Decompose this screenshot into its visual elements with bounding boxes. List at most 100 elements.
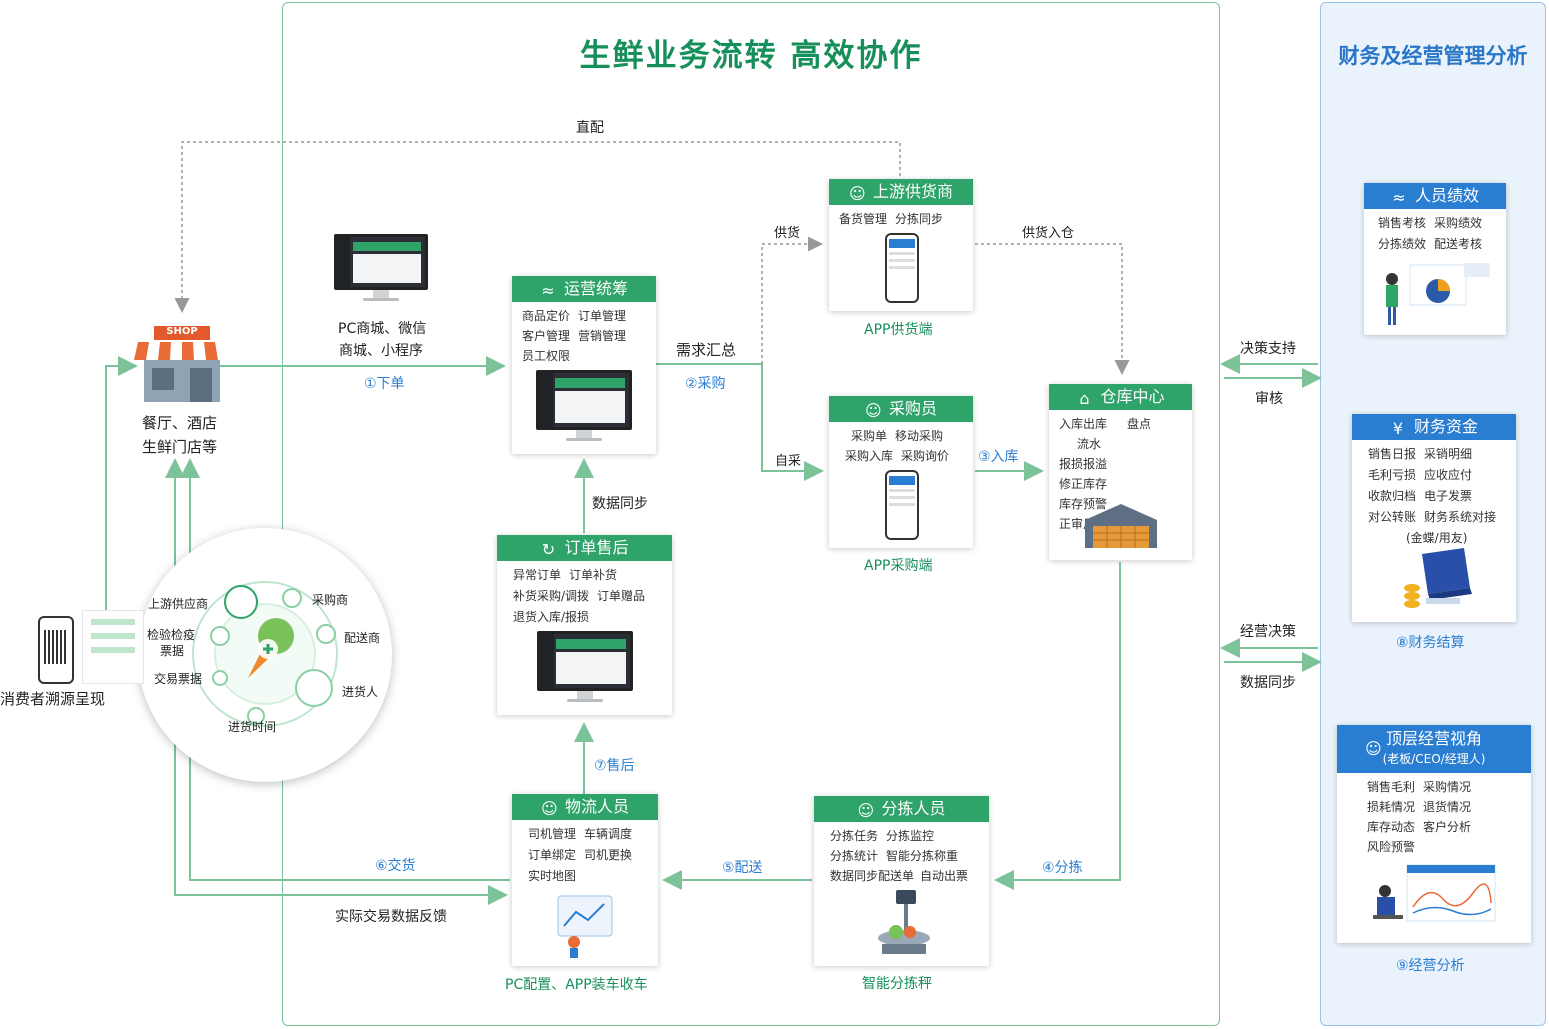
finance-item: 对公转账 xyxy=(1368,510,1417,524)
sorter-item: 分拣任务 xyxy=(830,829,879,843)
label-review: 审核 xyxy=(1255,391,1283,407)
sorter-item: 分拣统计 xyxy=(830,849,879,863)
perf-card-header: ≈ 人员绩效 xyxy=(1364,183,1506,209)
label-data-sync: 数据同步 xyxy=(592,496,648,512)
buyer-item: 移动采购 xyxy=(895,429,944,443)
label-data-sync-2: 数据同步 xyxy=(1240,675,1296,691)
circle-inspect-2: 票据 xyxy=(160,644,185,658)
biz-analysis-label: ⑨经营分析 xyxy=(1396,958,1465,974)
logistics-card-header: ☺ 物流人员 xyxy=(512,794,658,820)
label-direct: 直配 xyxy=(576,120,604,136)
label-order: ①下单 xyxy=(364,376,405,392)
finance-card-header: ¥财务资金 xyxy=(1352,414,1516,440)
label-demand: 需求汇总 xyxy=(676,341,737,359)
aftersale-card-header: ↻订单售后 xyxy=(497,535,672,561)
after-item: 异常订单 xyxy=(513,568,562,582)
supplier-item: 备货管理 xyxy=(839,212,888,226)
yen-icon: ¥ xyxy=(1392,419,1404,438)
top-card-header: ☺ 顶层经营视角 (老板/CEO/经理人) xyxy=(1337,725,1531,773)
ops-item: 营销管理 xyxy=(578,329,627,343)
warehouse-card-title: 仓库中心 xyxy=(1100,387,1165,406)
chart-icon: ≈ xyxy=(1392,188,1406,207)
sorter-card-title: 分拣人员 xyxy=(881,799,946,818)
sorter-item: 数据同步配送单 xyxy=(830,869,915,883)
pc-mall-monitor xyxy=(334,234,428,301)
aftersale-card-title: 订单售后 xyxy=(564,538,629,557)
buyer-item: 采购询价 xyxy=(901,449,950,463)
right-title: 财务及经营管理分析 xyxy=(1338,44,1528,68)
warehouse-item: 流水 xyxy=(1076,437,1101,451)
warehouse-item: 库存预警 xyxy=(1059,497,1108,511)
perf-item: 分拣绩效 xyxy=(1378,237,1427,251)
finance-item: 应收应付 xyxy=(1424,468,1473,482)
ops-item: 客户管理 xyxy=(522,329,571,343)
pc-mall-label-1: PC商城、微信 xyxy=(338,321,427,337)
ops-card: ≈运营统筹 商品定价订单管理 客户管理营销管理 员工权限 xyxy=(512,276,656,454)
ops-item: 订单管理 xyxy=(578,309,627,323)
home-icon: ⌂ xyxy=(1079,389,1090,408)
label-sort: ④分拣 xyxy=(1042,860,1083,876)
perf-card-title: 人员绩效 xyxy=(1414,186,1479,205)
after-item: 退货入库/报损 xyxy=(513,610,590,624)
supplier-card: ☺上游供货商 备货管理分拣同步 xyxy=(829,179,973,311)
supplier-card-header: ☺ 上游供货商 xyxy=(829,179,973,205)
top-item: 库存动态 xyxy=(1367,820,1416,834)
logistics-item: 司机管理 xyxy=(528,827,577,841)
supplier-phone xyxy=(885,233,919,303)
top-card-subtitle: (老板/CEO/经理人) xyxy=(1382,752,1486,766)
main-frame xyxy=(282,2,1220,1026)
label-feedback: 实际交易数据反馈 xyxy=(335,909,447,925)
ops-item: 商品定价 xyxy=(522,309,571,323)
buyer-item: 采购入库 xyxy=(844,449,893,463)
ops-card-title: 运营统筹 xyxy=(563,279,628,298)
label-supply-in: 供货入仓 xyxy=(1022,226,1075,241)
warehouse-item: 盘点 xyxy=(1127,417,1152,431)
finance-item: 收款归档 xyxy=(1368,489,1417,503)
ops-card-header: ≈运营统筹 xyxy=(512,276,656,302)
buyer-card: ☺采购员 采购单移动采购 采购入库采购询价 xyxy=(829,396,973,548)
user-icon: ☺ xyxy=(857,801,875,820)
shop-icon xyxy=(134,326,230,402)
top-illustration xyxy=(1373,864,1496,922)
main-title: 生鲜业务流转 高效协作 xyxy=(579,38,923,74)
logistics-item: 车辆调度 xyxy=(584,827,633,841)
pc-app-label: PC配置、APP装车收车 xyxy=(505,977,648,993)
perf-item: 销售考核 xyxy=(1378,216,1427,230)
finance-illustration xyxy=(1404,548,1472,608)
logistics-card-title: 物流人员 xyxy=(564,797,629,816)
after-item: 订单补货 xyxy=(569,568,618,582)
perf-illustration xyxy=(1386,263,1490,325)
perf-card: ≈人员绩效 销售考核采购绩效 分拣绩效配送考核 xyxy=(1364,183,1506,335)
finance-item: 电子发票 xyxy=(1424,489,1473,503)
circle-trade: 交易票据 xyxy=(154,672,203,686)
label-purchase: ②采购 xyxy=(685,376,726,392)
circle-inspect-1: 检验检疫 xyxy=(147,628,196,642)
aftersale-monitor xyxy=(537,631,633,702)
circle-time: 进货时间 xyxy=(228,720,277,734)
user-icon: ☺ xyxy=(848,184,866,203)
finance-card: ¥财务资金 销售日报采销明细 毛利亏损应收应付 收款归档电子发票 对公转账财务系… xyxy=(1352,414,1516,622)
sorter-item: 智能分拣称重 xyxy=(886,849,959,863)
circle-receiver: 进货人 xyxy=(342,685,379,699)
warehouse-item: 入库出库 xyxy=(1059,417,1108,431)
sorter-card-header: ☺ 分拣人员 xyxy=(814,796,989,822)
user-icon: ☺ xyxy=(540,799,558,818)
top-item: 客户分析 xyxy=(1423,820,1472,834)
warehouse-icon xyxy=(1085,504,1157,548)
supplier-card-title: 上游供货商 xyxy=(872,182,953,201)
label-handover: ⑥交货 xyxy=(375,858,416,874)
finance-item: 采销明细 xyxy=(1424,447,1473,461)
trace-mini-card xyxy=(82,610,144,684)
logistics-item: 司机更换 xyxy=(584,848,633,862)
trace-phone xyxy=(38,616,74,684)
buyer-card-header: ☺采购员 xyxy=(829,396,973,422)
logistics-item: 实时地图 xyxy=(528,869,577,883)
trace-label: 消费者溯源呈现 xyxy=(0,690,106,708)
top-item: 损耗情况 xyxy=(1367,800,1416,814)
aftersale-card: ↻订单售后 异常订单订单补货 补货采购/调拨订单赠品 退货入库/报损 xyxy=(497,535,672,715)
finance-item: 销售日报 xyxy=(1368,447,1417,461)
buyer-card-title: 采购员 xyxy=(888,399,937,418)
user-icon: ☺ xyxy=(1365,739,1382,758)
label-biz-decision: 经营决策 xyxy=(1240,624,1296,640)
label-supply: 供货 xyxy=(774,226,801,241)
